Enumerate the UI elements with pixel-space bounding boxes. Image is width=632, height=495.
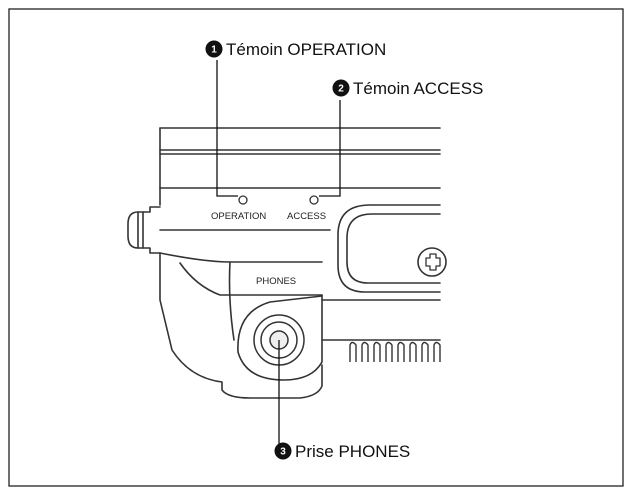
phones-recess: [237, 294, 323, 381]
device-lower-body: [159, 252, 323, 399]
callout-2-label: Témoin ACCESS: [353, 79, 483, 98]
callout-3-badge: [274, 442, 292, 460]
mount-screw-slot: [425, 253, 441, 271]
leader-line-operation: [216, 60, 238, 197]
callout-3-number: 3: [280, 447, 286, 458]
figure-frame: [8, 8, 624, 487]
callout-2-badge: [332, 79, 350, 97]
panel-label-access: ACCESS: [287, 211, 326, 222]
mount-screw: [417, 247, 447, 277]
operation-indicator: [238, 195, 248, 205]
lower-body-curve: [179, 262, 323, 296]
callout-1-badge: [205, 40, 223, 58]
lower-body-flare: [228, 261, 235, 341]
vent-slots: [349, 341, 441, 362]
right-side-panel: [337, 204, 441, 293]
device-illustration: [127, 127, 447, 399]
leader-line-access: [319, 100, 341, 197]
callout-1-number: 1: [211, 45, 217, 56]
side-knob: [127, 206, 161, 254]
callout-2-number: 2: [338, 84, 344, 95]
panel-label-operation: OPERATION: [211, 211, 266, 222]
panel-label-phones: PHONES: [256, 276, 296, 287]
callout-3-label: Prise PHONES: [295, 442, 410, 461]
right-panel-inner: [346, 213, 441, 284]
access-indicator: [309, 195, 319, 205]
callout-1-label: Témoin OPERATION: [226, 40, 386, 59]
